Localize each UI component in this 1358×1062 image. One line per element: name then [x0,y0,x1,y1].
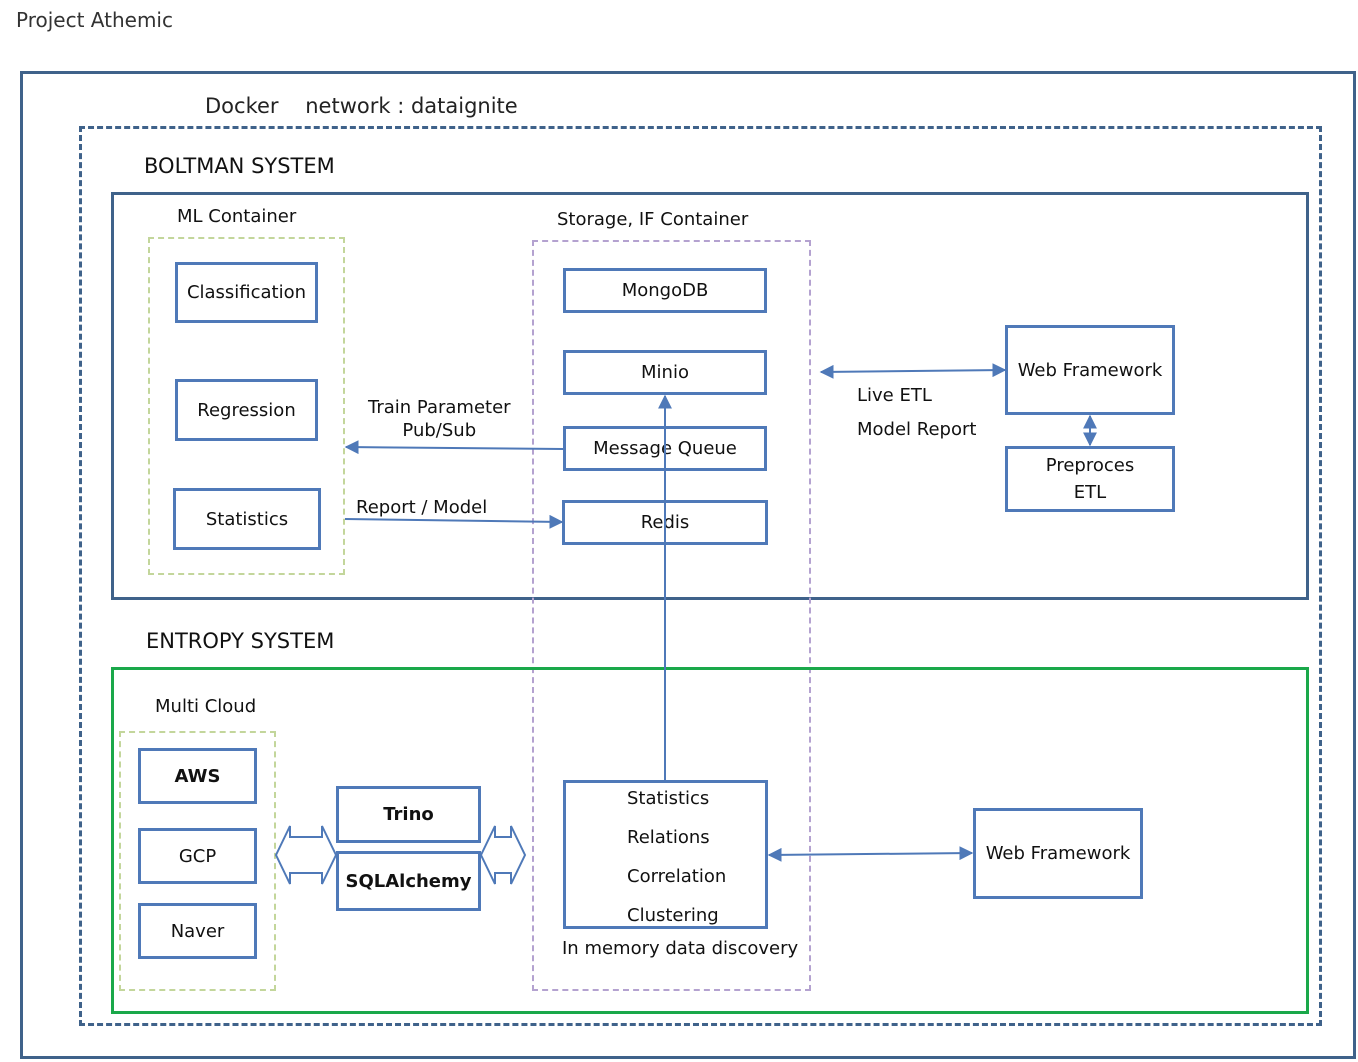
trino-box: Trino [336,786,481,843]
data-discovery-box: Statistics Relations Correlation Cluster… [563,780,768,929]
minio-box: Minio [563,350,767,395]
discovery-relations: Relations [627,827,710,848]
discovery-caption: In memory data discovery [562,938,799,959]
cloud-query-block-arrow [274,825,338,885]
project-title: Project Athemic [16,8,173,32]
outer-frame [20,71,1356,1059]
discovery-web-arrow [767,846,974,862]
boltman-system-frame [111,192,1309,600]
report-model-label: Report / Model [356,497,488,518]
train-parameter-arrow [344,440,564,455]
ml-container-frame [148,237,345,575]
boltman-web-framework-box: Web Framework [1005,325,1175,415]
preprocess-etl-box: Preproces ETL [1005,446,1175,512]
docker-network-frame [79,126,1322,1026]
report-model-arrow [344,514,564,529]
aws-box: AWS [138,748,257,804]
boltman-system-title: BOLTMAN SYSTEM [144,154,335,178]
live-etl-arrow [819,363,1007,379]
multi-cloud-frame [119,731,276,991]
train-parameter-label: Train Parameter Pub/Sub [368,397,511,441]
entropy-system-frame [111,667,1309,1014]
storage-container-frame [532,240,811,991]
entropy-system-title: ENTROPY SYSTEM [146,629,335,653]
multi-cloud-label: Multi Cloud [155,696,257,717]
sqlalchemy-box: SQLAlchemy [336,851,481,911]
ml-container-label: ML Container [177,206,297,227]
docker-network-label: Docker network : dataignite [205,94,518,118]
gcp-box: GCP [138,828,257,884]
naver-box: Naver [138,903,257,959]
storage-container-label: Storage, IF Container [557,209,749,230]
model-report-label: Model Report [857,419,977,440]
entropy-web-framework-box: Web Framework [973,808,1143,899]
regression-box: Regression [175,379,318,441]
classification-box: Classification [175,262,318,323]
live-etl-label: Live ETL [857,385,932,406]
discovery-clustering: Clustering [627,905,719,926]
mongodb-box: MongoDB [563,268,767,313]
ml-statistics-box: Statistics [173,488,321,550]
discovery-correlation: Correlation [627,866,727,887]
query-discovery-block-arrow [479,825,527,885]
discovery-statistics: Statistics [627,788,710,809]
